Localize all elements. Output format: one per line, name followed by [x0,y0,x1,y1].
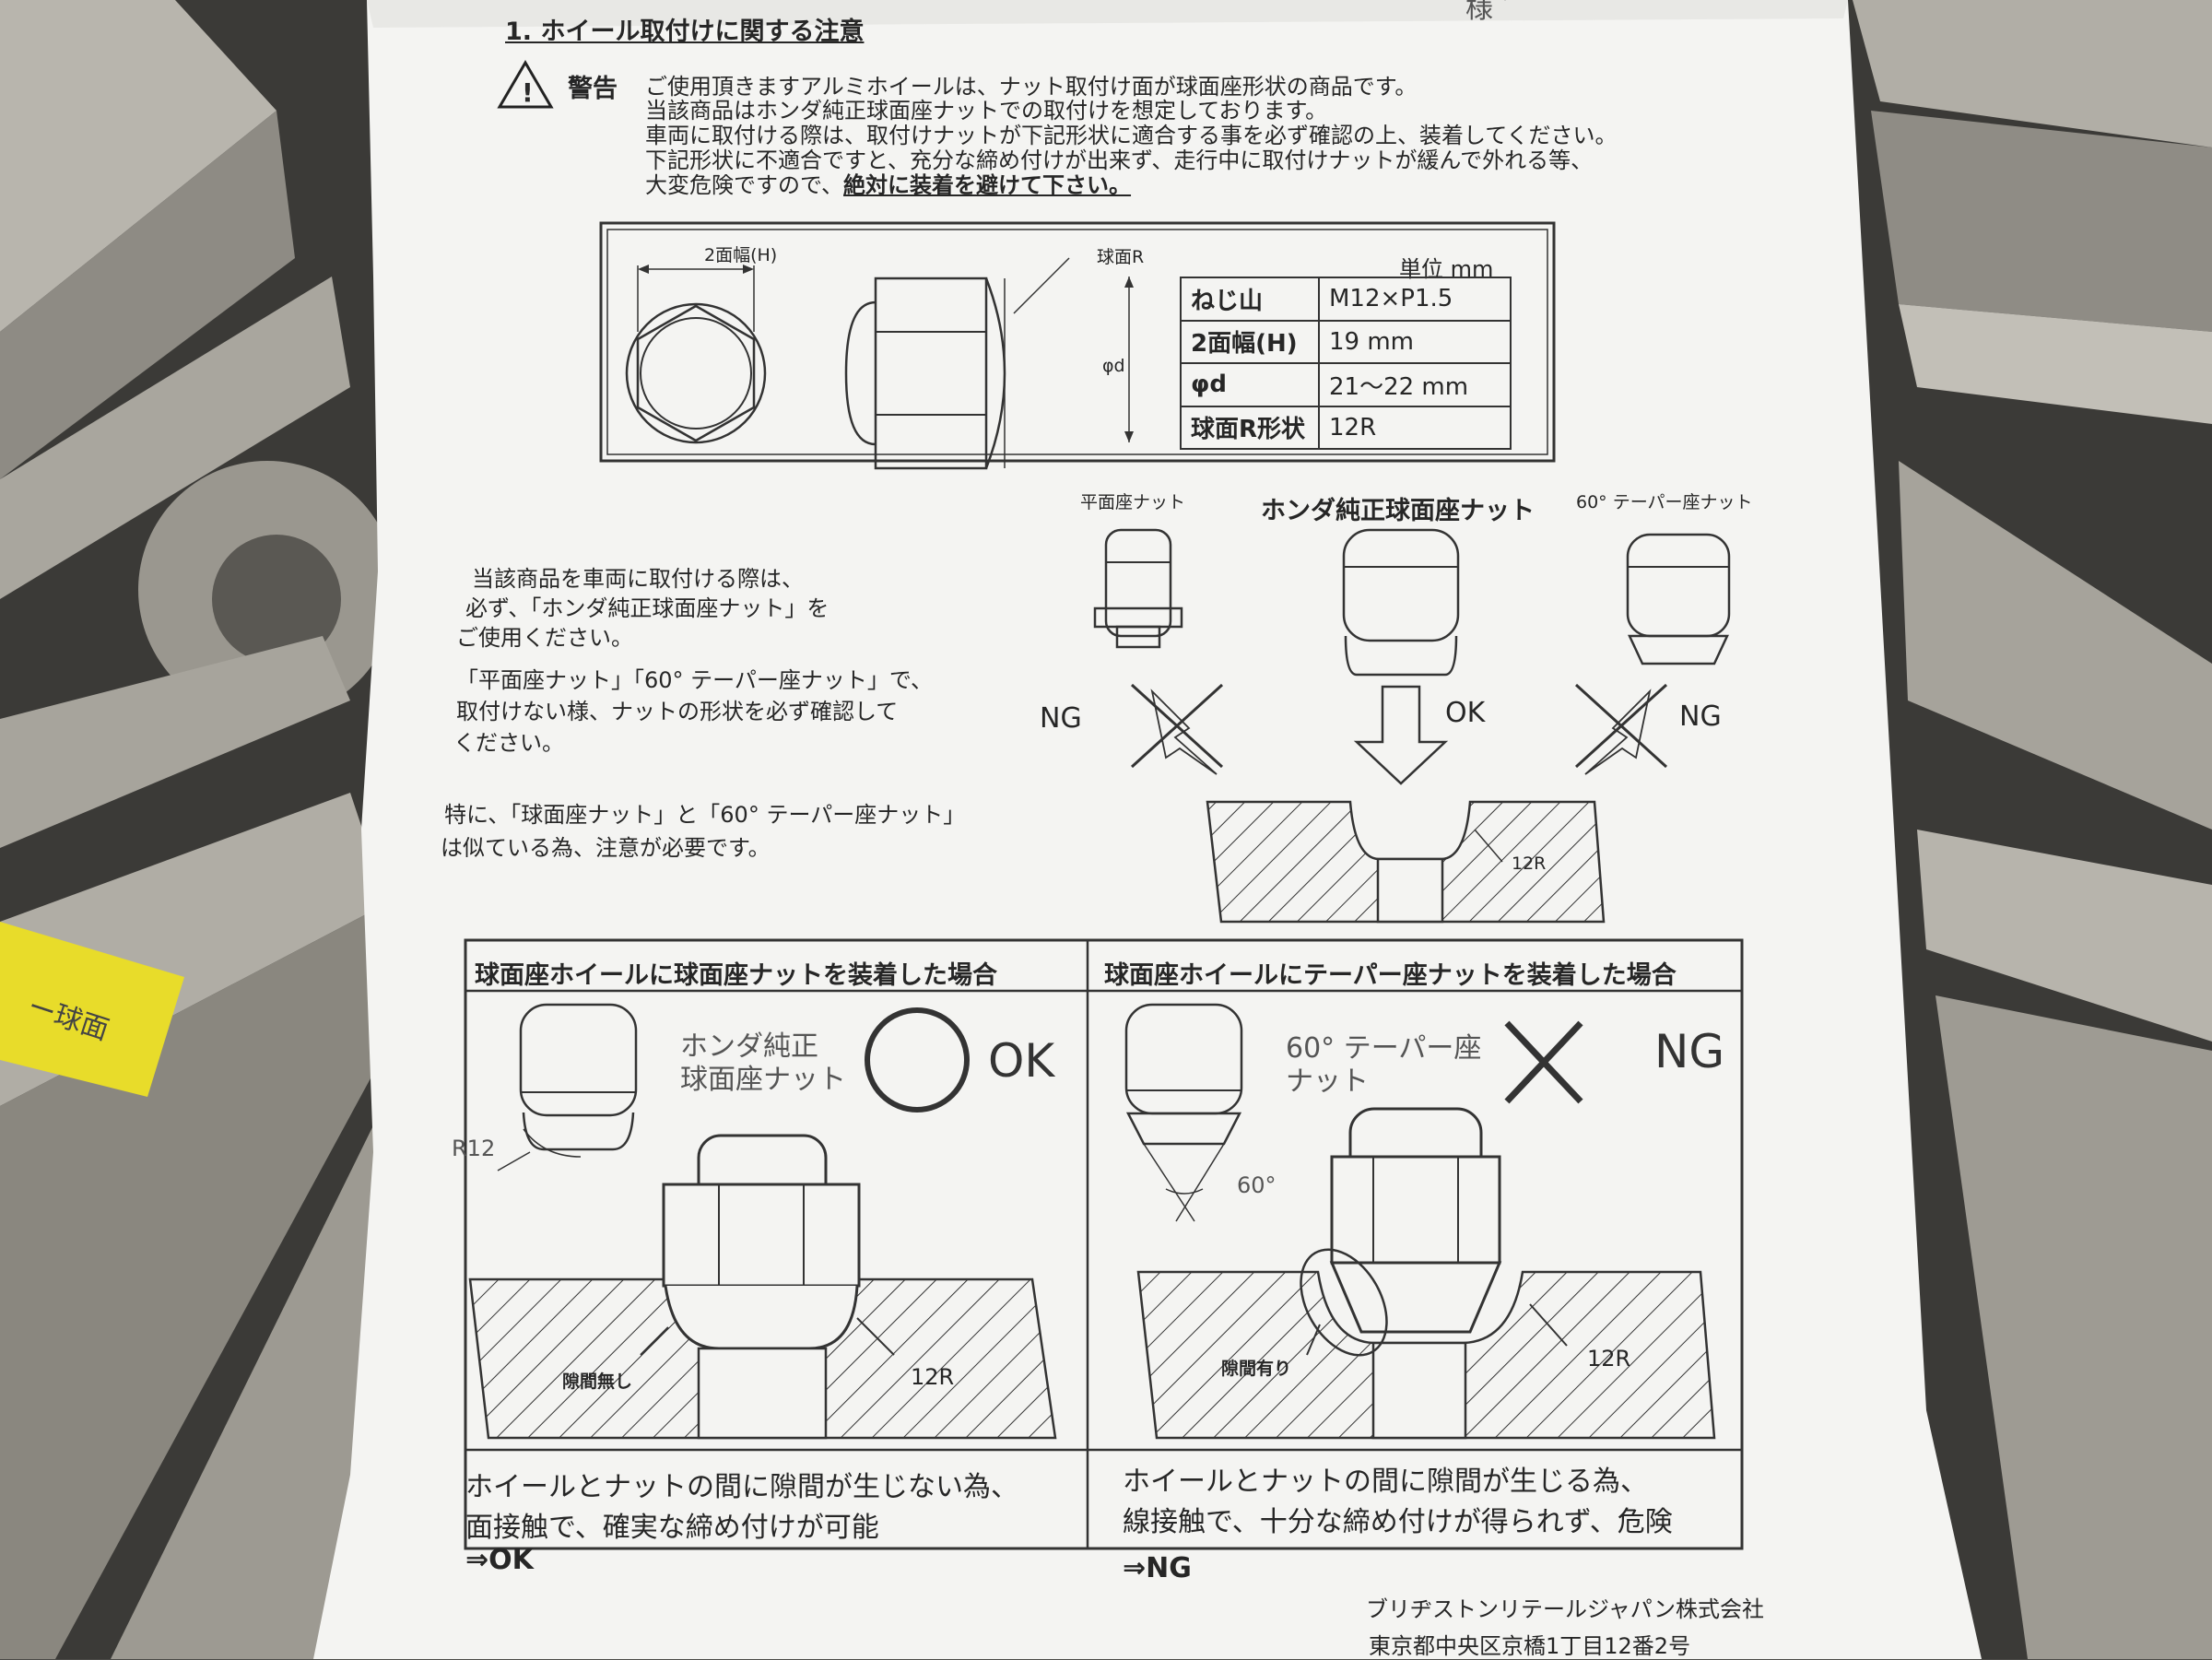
note-line-3: ご使用ください。 [456,625,633,651]
case-ng-header: 球面座ホイールにテーパー座ナットを装着した場合 [1104,961,1677,990]
sticker-text: ー球面 [23,990,113,1047]
ok-label: OK [1445,697,1486,729]
note-line-1: 当該商品を車両に取付ける際は、 [472,566,804,592]
warning-line-3: 車両に取付ける際は、取付けナットが下記形状に適合する事を必ず確認の上、装着してく… [645,123,1618,148]
warning-line-2: 当該商品はホンダ純正球面座ナットでの取付けを想定しております。 [645,98,1328,124]
case-ng-verdict: ⇒NG [1123,1552,1192,1584]
note-line-7: 特に、「球面座ナット」と「60° テーパー座ナット」 [444,802,966,828]
spec-key: φd [1180,362,1320,407]
spec-row: 2面幅(H)19 mm [1180,319,1512,364]
case-ok-desc-1: ホイールとナットの間に隙間が生じない為、 [465,1471,1018,1503]
warning-line-5-prefix: 大変危険ですので、 [645,172,844,198]
warning-triangle-icon: ! [497,60,554,109]
flat-nut-label: 平面座ナット [1080,492,1186,512]
note-line-5: 取付けない様、ナットの形状を必ず確認して [456,699,899,724]
case-ok-verdict: ⇒OK [465,1544,534,1576]
case-ng-nut-label-1: 60° テーパー座 [1286,1032,1482,1065]
case-ng-angle: 60° [1237,1172,1277,1198]
honda-nut-label: ホンダ純正球面座ナット [1261,497,1535,525]
ng-label-right: NG [1679,700,1722,733]
case-ok-header: 球面座ホイールに球面座ナットを装着した場合 [475,961,997,990]
note-line-6: ください。 [453,730,564,756]
svg-text:!: ! [522,77,534,108]
nut-dimension-diagram [599,221,1556,470]
case-ng-gap-label: 隙間有り [1221,1359,1292,1379]
case-ng-desc-1: ホイールとナットの間に隙間が生じる為、 [1123,1466,1648,1498]
note-line-8: は似ている為、注意が必要です。 [441,835,771,861]
case-ok-seat-radius: 12R [911,1364,955,1390]
ng-label-left: NG [1040,702,1082,735]
diameter-label: φd [1102,356,1125,376]
company-name: ブリヂストンリテールジャパン株式会社 [1366,1596,1764,1622]
case-ng-desc-2: 線接触で、十分な締め付けが得られず、危険 [1123,1506,1673,1538]
case-ng-result: NG [1654,1025,1725,1078]
spec-value: 12R [1318,405,1512,450]
spec-key: 2面幅(H) [1180,319,1320,364]
warning-emphasis: 絶対に装着を避けて下さい。 [843,172,1132,198]
case-ng-seat-radius: 12R [1587,1346,1631,1372]
case-ng-nut-label-2: ナット [1286,1065,1369,1098]
warning-label: 警告 [568,75,618,103]
warning-line-4: 下記形状に不適合ですと、充分な締め付けが出来ず、走行中に取付けナットが緩んで外れ… [645,147,1594,173]
case-ok-desc-2: 面接触で、確実な締め付けが可能 [465,1512,879,1544]
case-ok-nut-label-2: 球面座ナット [680,1064,846,1096]
spec-key: ねじ山 [1180,277,1320,322]
case-ng-diagram [1124,1003,1716,1440]
spec-value: 21～22 mm [1318,362,1512,407]
spec-value: M12×P1.5 [1318,277,1512,322]
note-line-4: 「平面座ナット」「60° テーパー座ナット」で、 [456,667,933,693]
company-address: 東京都中央区京橋1丁目12番2号 [1369,1633,1691,1659]
case-ok-diagram [468,1003,1057,1440]
warning-line-5: 大変危険ですので、絶対に装着を避けて下さい。 [645,167,1131,199]
spec-value: 19 mm [1318,319,1512,364]
seat-radius-label: 12R [1512,854,1547,874]
taper-nut-label: 60° テーパー座ナット [1576,492,1753,512]
warning-line-1: ご使用頂きますアルミホイールは、ナット取付け面が球面座形状の商品です。 [645,74,1418,100]
radius-label: 球面R [1097,247,1145,267]
comparison-panel-frame [464,938,1744,1550]
width-label: 2面幅(H) [704,245,778,265]
case-ok-nut-label-1: ホンダ純正 [680,1030,818,1063]
case-ok-result: OK [988,1034,1055,1088]
case-ok-radius: R12 [452,1136,496,1161]
note-line-2: 必ず、「ホンダ純正球面座ナット」を [465,595,830,621]
header-fragment: 様 ゛ [1465,0,1530,25]
nut-comparison-diagram [1093,528,1731,924]
case-ok-gap-label: 隙間無し [562,1372,633,1392]
section-title: 1. ホイール取付けに関する注意 [505,18,865,46]
spec-key: 球面R形状 [1180,405,1320,450]
